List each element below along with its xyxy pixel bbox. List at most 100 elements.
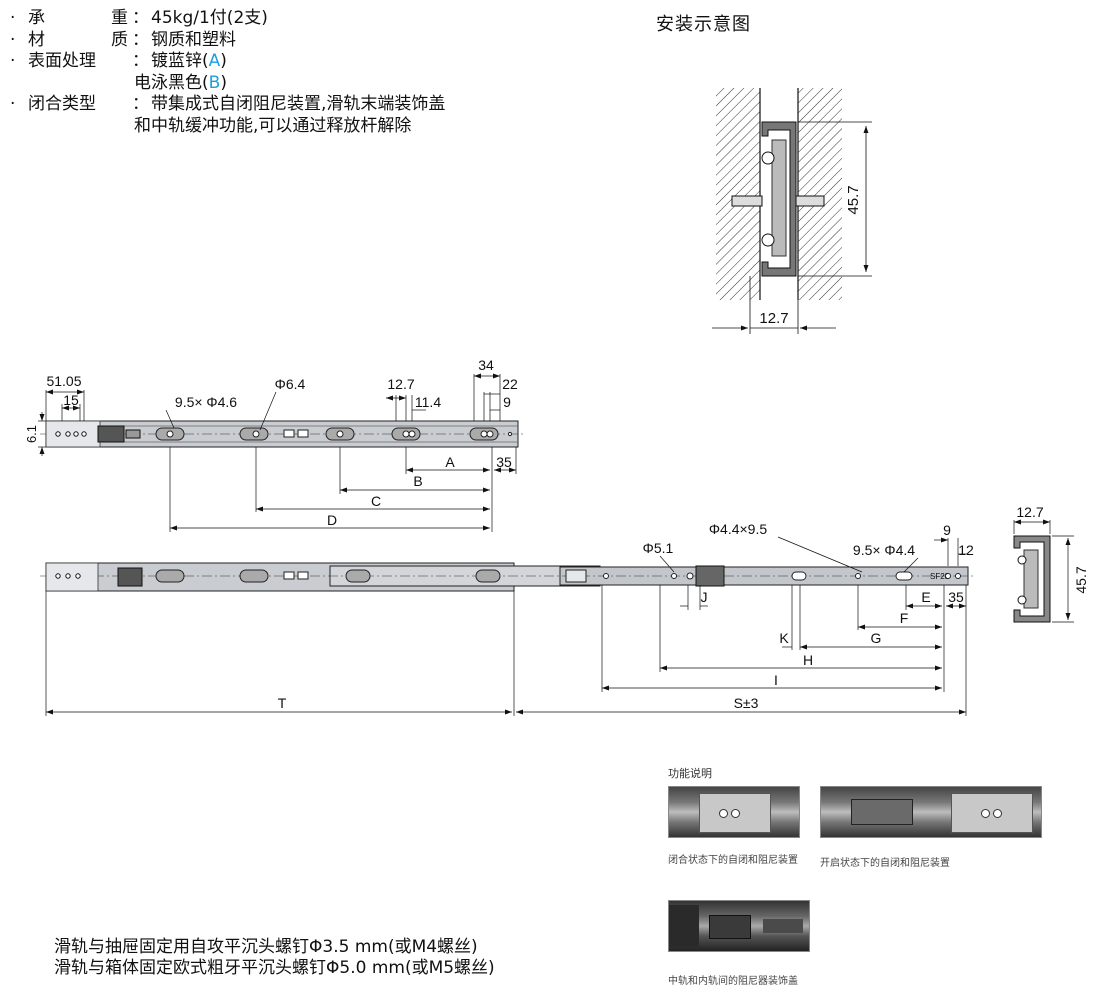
spec-load-value: 45kg/1付(2支) [151,8,268,28]
spec-finish-value-1: 镀蓝锌(A) [149,51,227,73]
dim-s: S±3 [734,695,759,711]
finish-text: 镀蓝锌( [151,51,209,71]
screw-right [795,195,825,207]
label-char: 承 [28,8,45,28]
rail-inner [771,139,787,257]
dim-j: J [701,589,708,605]
rail-profile [761,121,797,277]
bullet: · [10,94,16,114]
cabinet-wall [716,88,760,300]
dim-phi-6-4: Φ6.4 [275,376,306,392]
dim-b: B [413,473,422,489]
label-char: 质 [111,29,128,50]
photo-closed-damper [668,786,800,838]
dim-a: A [445,454,455,470]
photo-damper-cover [668,900,810,952]
spec-closing: · 闭合类型 ： 带集成式自闭阻尼装置,滑轨末端装饰盖 [10,94,445,116]
install-diagram: 45.7 12.7 [712,88,872,334]
spec-finish-2: 电泳黑色(B) [10,73,445,95]
screw-note-drawer: 滑轨与抽屉固定用自攻平沉头螺钉Φ3.5 mm(或M4螺丝) [54,937,478,957]
ball-bearing [761,233,775,247]
dim-22: 22 [502,376,518,392]
dim-phi-5-1: Φ5.1 [643,540,674,556]
dim-35: 35 [496,454,512,470]
spec-list: · 承 重 ： 45kg/1付(2支) · 材 质 ： 钢质和塑料 · 表面处理… [10,8,445,137]
dim-open-9: 9 [943,522,951,538]
finish-code-a: A [208,51,221,71]
label-char: 材 [28,29,45,50]
caption-cover: 中轨和内轨间的阻尼器装饰盖 [668,976,798,987]
dim-closed-holes: 9.5× Φ4.6 [175,394,237,410]
ball-bearing [761,151,775,165]
colon: ： [132,51,149,71]
label-text: 表面处理 [28,51,96,71]
section-width: 12.7 [1016,504,1043,520]
spec-material-value: 钢质和塑料 [151,29,236,50]
bullet: · [10,8,16,28]
dim-open-35: 35 [948,589,964,605]
screw-left [731,195,763,207]
colon: ： [132,94,149,114]
dim-d: D [327,512,337,528]
spec-finish-label: 表面处理 [28,51,132,73]
bullet: · [10,51,16,71]
screw-note-cabinet: 滑轨与箱体固定欧式粗牙平沉头螺钉Φ5.0 mm(或M5螺丝) [54,958,495,978]
colon: ： [132,29,149,50]
dim-c: C [371,493,381,509]
dim-slot: Φ4.4×9.5 [709,521,767,537]
caption-open: 开启状态下的自闭和阻尼装置 [820,858,950,869]
rail-marking: SF28 [930,572,950,581]
bullet: · [10,29,16,50]
finish-code-b: B [208,72,221,93]
dim-6-1: 6.1 [24,425,39,443]
photo-open-damper [820,786,1042,838]
drawer-wall [798,88,842,300]
damper-mechanism [97,425,125,443]
dim-e: E [921,589,930,605]
spec-closing-line2: 和中轨缓冲功能,可以通过释放杆解除 [134,115,412,136]
spec-closing-label: 闭合类型 [28,94,132,116]
install-title: 安装示意图 [656,14,751,35]
dim-f: F [900,610,909,626]
finish-text: ) [220,51,227,71]
dim-open-holes: 9.5× Φ4.4 [853,542,915,558]
label-text: 闭合类型 [28,94,96,114]
dim-g: G [871,630,882,646]
dim-h: H [803,652,813,668]
mounting-slots [155,427,513,441]
dim-34: 34 [478,357,494,373]
end-profile: 12.7 45.7 [1013,504,1089,623]
spec-closing-2: 和中轨缓冲功能,可以通过释放杆解除 [10,116,445,138]
closed-rail: 51.05 15 6.1 9.5× Φ4.6 Φ6.4 12.7 11.4 34… [24,357,525,532]
dim-9: 9 [503,394,511,410]
install-height-label: 45.7 [845,185,862,214]
dim-12-7: 12.7 [387,376,414,392]
function-title: 功能说明 [668,767,712,780]
label-char: 重 [111,8,128,28]
rail-endcap [45,420,101,448]
dim-i: I [774,672,778,688]
spec-finish: · 表面处理 ： 镀蓝锌(A) [10,51,445,73]
damper-open [695,565,725,587]
dim-51-05: 51.05 [46,373,81,389]
spec-finish-value-2: 电泳黑色(B) [132,73,227,95]
finish-text: ) [220,72,227,93]
spec-load: · 承 重 ： 45kg/1付(2支) [10,8,445,30]
spec-material: · 材 质 ： 钢质和塑料 [10,30,445,52]
dim-t: T [278,695,287,711]
spec-closing-line1: 带集成式自闭阻尼装置,滑轨末端装饰盖 [151,94,446,114]
caption-closed: 闭合状态下的自闭和阻尼装置 [668,855,798,866]
open-rail: SF28 Φ5.1 Φ4.4×9.5 9.5× Φ4.4 9 12 [40,521,975,716]
spec-load-label: 承 重 [28,8,132,30]
dim-k: K [779,630,789,646]
finish-text: 电泳黑色( [134,72,209,93]
dim-12: 12 [958,542,974,558]
screw-notes: 滑轨与抽屉固定用自攻平沉头螺钉Φ3.5 mm(或M4螺丝) 滑轨与箱体固定欧式粗… [54,937,495,979]
colon: ： [132,8,149,28]
spec-material-label: 材 质 [28,30,132,52]
dim-11-4: 11.4 [415,394,441,410]
section-height: 45.7 [1073,566,1089,593]
install-width-label: 12.7 [759,310,788,327]
dim-15: 15 [63,392,79,408]
